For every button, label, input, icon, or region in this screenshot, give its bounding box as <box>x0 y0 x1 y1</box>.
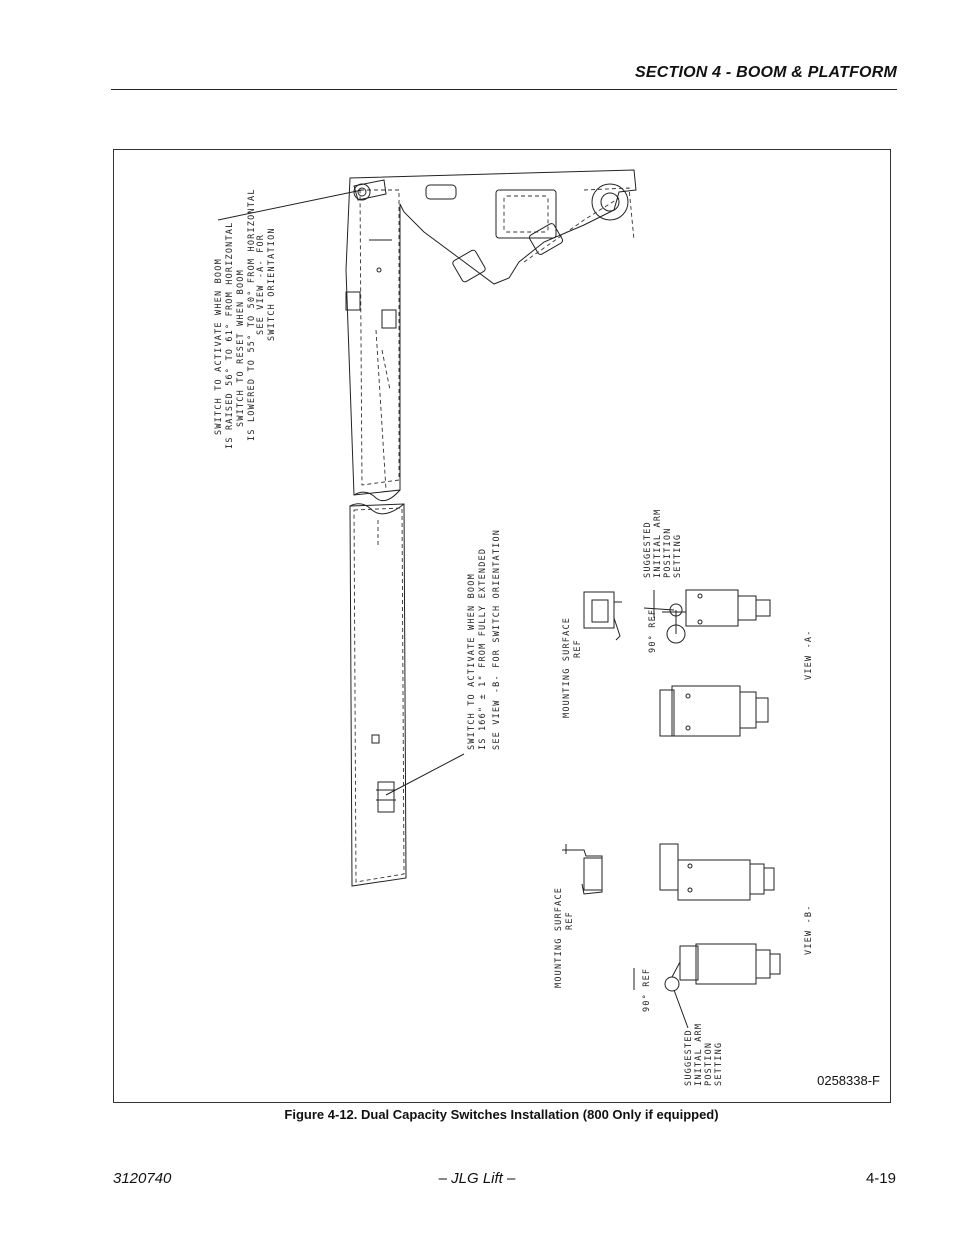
upper-switch-note: SWITCH TO ACTIVATE WHEN BOOM IS RAISED 5… <box>214 188 257 449</box>
mounting-surface-b-label: MOUNTING SURFACE REF <box>554 887 575 988</box>
svg-text:SUGGESTED: SUGGESTED <box>684 1029 694 1086</box>
svg-text:SETTING: SETTING <box>714 1042 724 1086</box>
svg-text:VIEW -A-: VIEW -A- <box>804 629 814 680</box>
upper-switch-ref-note: SEE VIEW -A- FOR SWITCH ORIENTATION <box>256 227 277 341</box>
mounting-surface-a-label: MOUNTING SURFACE REF <box>562 617 583 718</box>
svg-text:VIEW -B-: VIEW -B- <box>804 904 814 955</box>
svg-text:REF: REF <box>565 911 575 930</box>
figure-caption: Figure 4-12. Dual Capacity Switches Inst… <box>284 1107 719 1122</box>
footer-page-number: 4-19 <box>865 1170 896 1187</box>
upper-note-line-4: IS LOWERED TO 55° TO 50° FROM HORIZONTAL <box>247 188 257 441</box>
svg-text:MOUNTING SURFACE: MOUNTING SURFACE <box>562 617 572 718</box>
svg-text:INITAL ARM: INITAL ARM <box>694 1023 704 1086</box>
figure-frame: SWITCH TO ACTIVATE WHEN BOOM IS RAISED 5… <box>113 149 891 1103</box>
svg-text:REF: REF <box>573 639 583 658</box>
upper-ref-line-1: SEE VIEW -A- FOR <box>256 234 266 335</box>
svg-text:POSTION: POSTION <box>704 1042 714 1086</box>
lower-note-line-3: SEE VIEW -B- FOR SWITCH ORIENTATION <box>492 529 502 750</box>
svg-text:90° REF: 90° REF <box>642 968 652 1012</box>
svg-text:90° REF: 90° REF <box>648 609 658 653</box>
footer-publisher: – JLG Lift – <box>438 1170 516 1187</box>
view-a <box>583 589 771 737</box>
lower-note-line-1: SWITCH TO ACTIVATE WHEN BOOM <box>467 573 477 750</box>
view-b <box>562 843 781 992</box>
suggested-b-leader <box>673 989 689 1029</box>
svg-text:POSITION: POSITION <box>663 527 673 578</box>
svg-text:SUGGESTED: SUGGESTED <box>643 521 653 578</box>
footer-doc-number: 3120740 <box>113 1170 172 1187</box>
section-title: SECTION 4 - BOOM & PLATFORM <box>635 64 897 81</box>
upper-switch-leader <box>217 189 363 221</box>
lower-note-line-2: IS 166" ± 1" FROM FULLY EXTENDED <box>478 548 488 750</box>
upper-note-line-2: IS RAISED 56° TO 61° FROM HORIZONTAL <box>225 222 235 449</box>
svg-text:MOUNTING SURFACE: MOUNTING SURFACE <box>554 887 564 988</box>
ref-90-a-label: 90° REF <box>648 609 658 653</box>
drawing-number: 0258338-F <box>817 1073 880 1088</box>
svg-text:SETTING: SETTING <box>673 534 683 578</box>
boom-switch-drawing: SWITCH TO ACTIVATE WHEN BOOM IS RAISED 5… <box>214 169 814 1086</box>
suggested-b-label: SUGGESTED INITAL ARM POSTION SETTING <box>684 1023 724 1086</box>
header-rule <box>111 89 897 90</box>
view-a-label: VIEW -A- <box>804 629 814 680</box>
lower-switch-leader <box>385 753 465 796</box>
svg-text:INITIAL ARM: INITIAL ARM <box>653 509 663 579</box>
upper-note-line-3: SWITCH TO RESET WHEN BOOM <box>236 269 246 427</box>
ref-90-b-label: 90° REF <box>642 968 652 1012</box>
suggested-a-label: SUGGESTED INITIAL ARM POSITION SETTING <box>643 509 683 579</box>
view-b-label: VIEW -B- <box>804 904 814 955</box>
upper-ref-line-2: SWITCH ORIENTATION <box>267 227 277 341</box>
upper-note-line-1: SWITCH TO ACTIVATE WHEN BOOM <box>214 258 224 435</box>
upper-boom-section <box>345 169 637 496</box>
lower-switch-note: SWITCH TO ACTIVATE WHEN BOOM IS 166" ± 1… <box>467 529 502 750</box>
lower-boom-section <box>349 503 407 887</box>
